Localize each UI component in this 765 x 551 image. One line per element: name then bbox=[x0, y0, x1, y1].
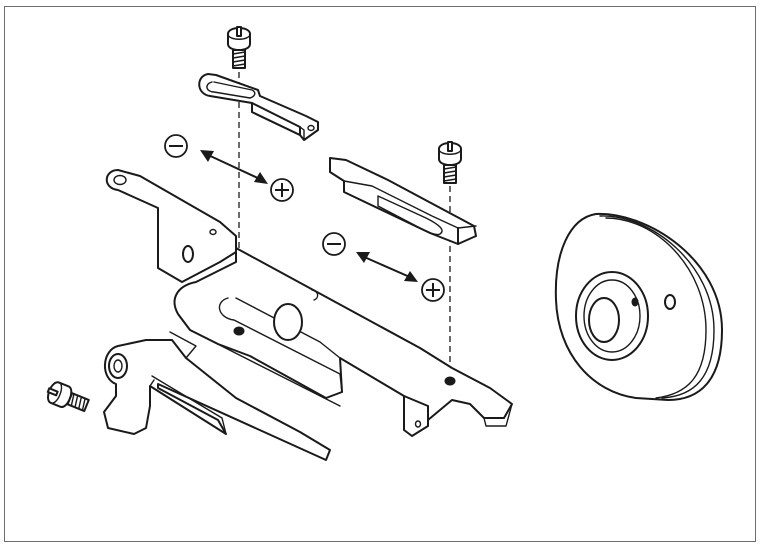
main-bracket-icon bbox=[105, 169, 513, 437]
screw-left-upper-icon bbox=[227, 26, 251, 69]
plus-sign-icon bbox=[270, 178, 294, 202]
small-slotted-plate-icon bbox=[198, 73, 319, 141]
upper-adjustment bbox=[164, 134, 294, 202]
lower-adjustment bbox=[322, 232, 445, 302]
screw-side-icon bbox=[43, 378, 92, 417]
cam-wheel-icon bbox=[554, 212, 723, 401]
long-slotted-plate-icon bbox=[329, 157, 477, 245]
double-arrow-upper bbox=[205, 153, 263, 181]
plus-sign-icon bbox=[421, 278, 445, 302]
lever-arm-icon bbox=[103, 331, 331, 461]
double-arrow-lower bbox=[361, 255, 413, 279]
screw-right-upper-icon bbox=[438, 141, 462, 184]
minus-sign-icon bbox=[164, 134, 188, 158]
minus-sign-icon bbox=[322, 232, 346, 256]
